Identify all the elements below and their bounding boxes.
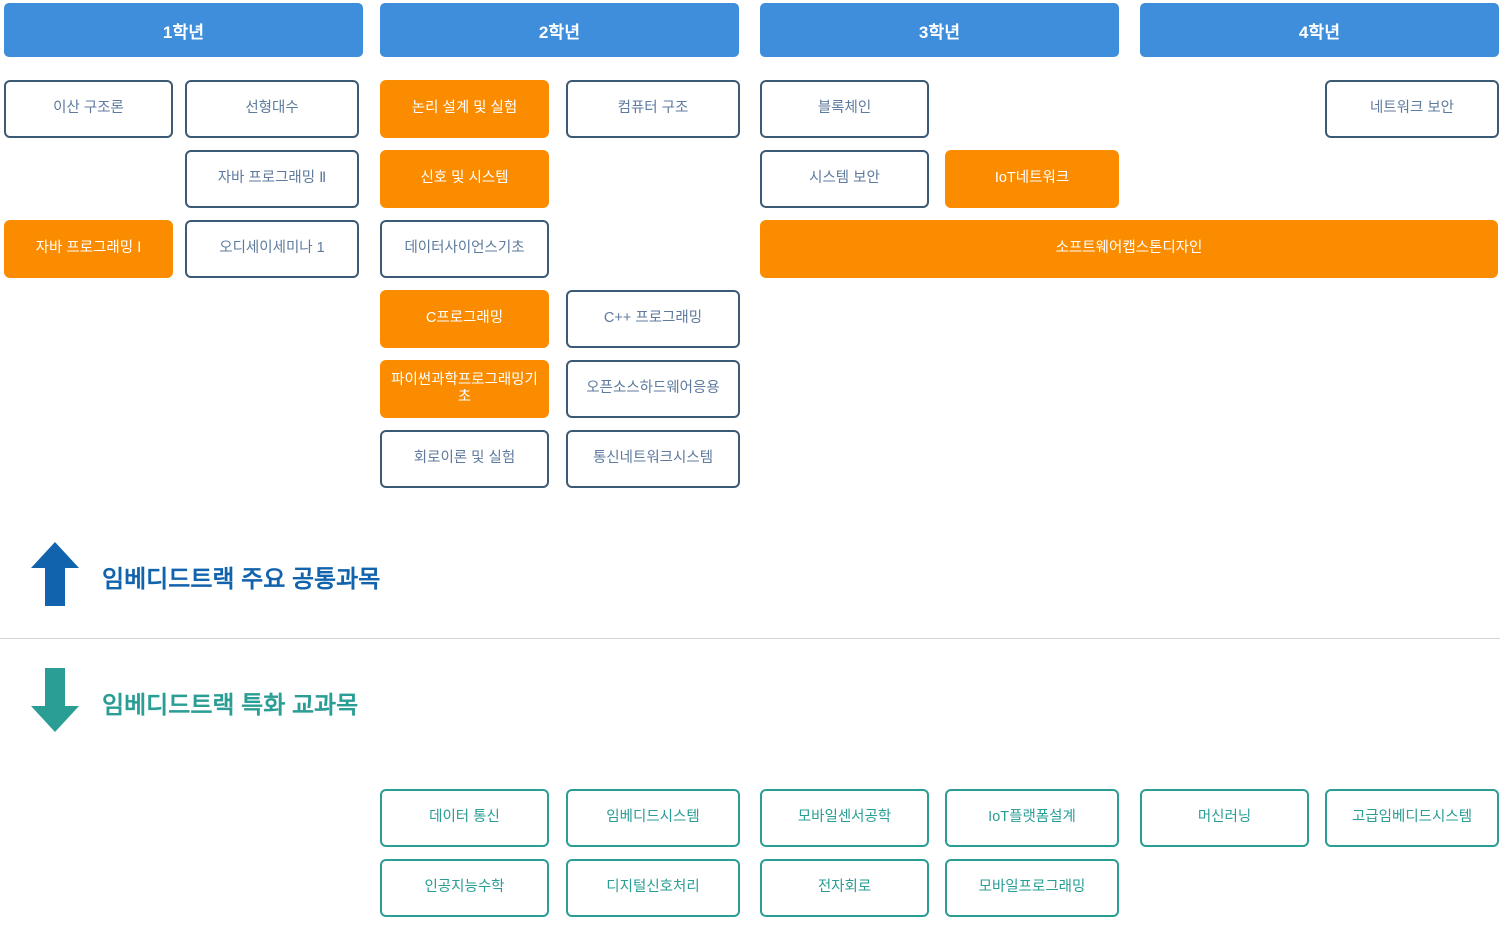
capstone-course-box[interactable]: 소프트웨어캡스톤디자인 — [760, 220, 1498, 278]
course-box[interactable]: 자바 프로그래밍 Ⅰ — [4, 220, 173, 278]
track-course-box[interactable]: 인공지능수학 — [380, 859, 549, 917]
track-course-box[interactable]: 임베디드시스템 — [566, 789, 740, 847]
track-course-box[interactable]: 머신러닝 — [1140, 789, 1309, 847]
track-course-box[interactable]: 전자회로 — [760, 859, 929, 917]
course-box[interactable]: 오픈소스하드웨어응용 — [566, 360, 740, 418]
course-box[interactable]: 자바 프로그래밍 Ⅱ — [185, 150, 359, 208]
year-header-2: 2학년 — [380, 3, 739, 57]
course-box[interactable]: 논리 설계 및 실험 — [380, 80, 549, 138]
legend-track-label: 임베디드트랙 특화 교과목 — [102, 692, 359, 719]
course-box[interactable]: 선형대수 — [185, 80, 359, 138]
course-box[interactable]: C프로그래밍 — [380, 290, 549, 348]
year-header-3: 3학년 — [760, 3, 1119, 57]
course-box[interactable]: 시스템 보안 — [760, 150, 929, 208]
legend-track-courses: 임베디드트랙 특화 교과목 — [30, 666, 358, 739]
arrow-up-icon — [30, 540, 80, 613]
track-course-box[interactable]: IoT플랫폼설계 — [945, 789, 1119, 847]
course-box[interactable]: 신호 및 시스템 — [380, 150, 549, 208]
course-box[interactable]: IoT네트워크 — [945, 150, 1119, 208]
course-box[interactable]: 파이썬과학프로그래밍기초 — [380, 360, 549, 418]
course-box[interactable]: 데이터사이언스기초 — [380, 220, 549, 278]
course-box[interactable]: 이산 구조론 — [4, 80, 173, 138]
course-box[interactable]: 네트워크 보안 — [1325, 80, 1499, 138]
year-header-4: 4학년 — [1140, 3, 1499, 57]
course-box[interactable]: 블록체인 — [760, 80, 929, 138]
track-course-box[interactable]: 모바일센서공학 — [760, 789, 929, 847]
course-box[interactable]: 통신네트워크시스템 — [566, 430, 740, 488]
section-divider — [0, 638, 1500, 639]
course-box[interactable]: 회로이론 및 실험 — [380, 430, 549, 488]
track-course-box[interactable]: 모바일프로그래밍 — [945, 859, 1119, 917]
course-box[interactable]: C++ 프로그래밍 — [566, 290, 740, 348]
year-header-1: 1학년 — [4, 3, 363, 57]
legend-common-courses: 임베디드트랙 주요 공통과목 — [30, 540, 380, 613]
legend-common-label: 임베디드트랙 주요 공통과목 — [102, 566, 381, 593]
track-course-box[interactable]: 고급임베디드시스템 — [1325, 789, 1499, 847]
track-course-box[interactable]: 디지털신호처리 — [566, 859, 740, 917]
arrow-down-icon — [30, 666, 80, 739]
track-course-box[interactable]: 데이터 통신 — [380, 789, 549, 847]
course-box[interactable]: 컴퓨터 구조 — [566, 80, 740, 138]
course-box[interactable]: 오디세이세미나 1 — [185, 220, 359, 278]
